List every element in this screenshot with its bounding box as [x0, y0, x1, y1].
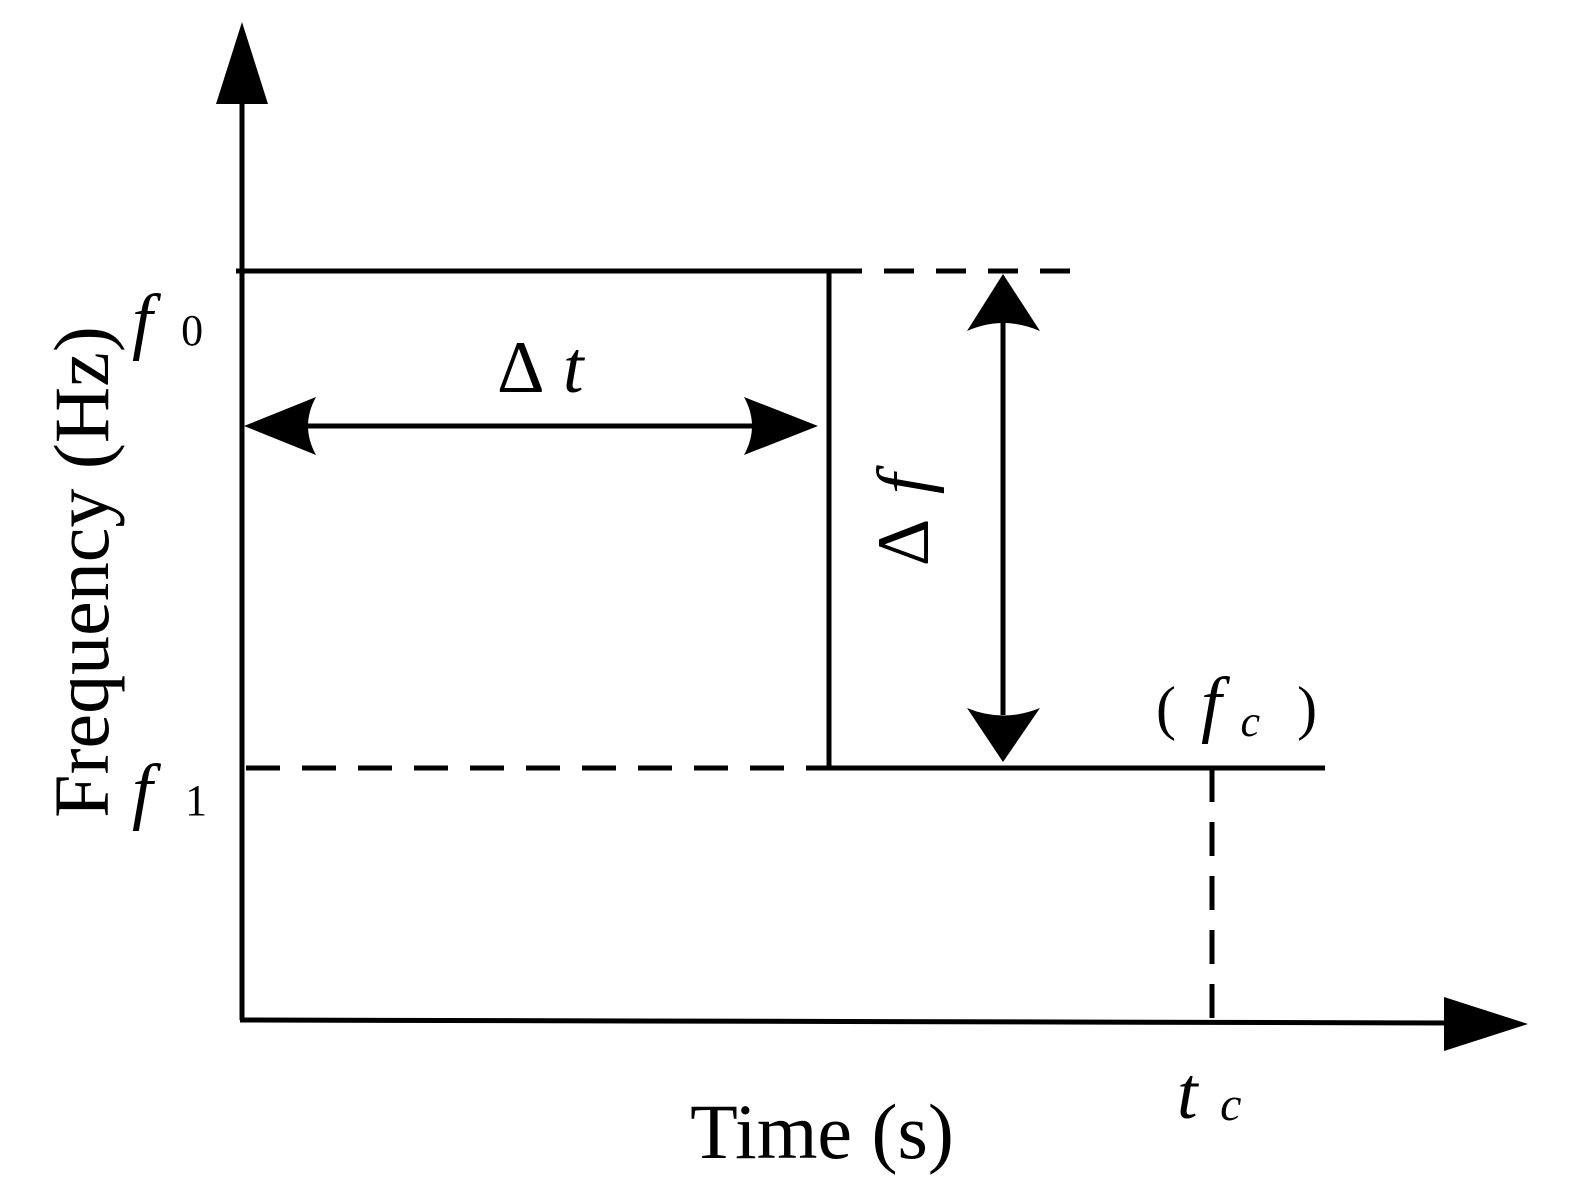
- f1-label-subscript: 1: [185, 776, 207, 825]
- f0-label-base: f: [132, 280, 162, 362]
- fc-label-subscript: c: [1241, 697, 1261, 746]
- delta-t-left-arrowhead: [244, 397, 316, 455]
- delta-t-right-arrowhead: [744, 397, 818, 455]
- fc-open-paren: (: [1156, 675, 1176, 741]
- tc-label: t c: [1177, 1053, 1241, 1135]
- f1-label-base: f: [132, 750, 162, 832]
- f1-label: f 1: [132, 750, 207, 832]
- delta-t-variable: t: [563, 327, 586, 409]
- delta-f-bottom-arrowhead: [967, 708, 1040, 762]
- delta-f-label: Δ f: [863, 464, 945, 566]
- y-axis-arrowhead: [216, 22, 268, 104]
- fc-label: ( f c ): [1156, 663, 1317, 749]
- delta-t-symbol: Δ: [497, 327, 542, 409]
- delta-f-top-arrowhead: [967, 274, 1040, 331]
- x-axis-line: [239, 1017, 1456, 1026]
- tc-label-base: t: [1177, 1053, 1200, 1135]
- f0-label-subscript: 0: [181, 306, 203, 355]
- delta-f-variable: f: [863, 464, 945, 494]
- y-axis-label: Frequency (Hz): [38, 326, 125, 818]
- fc-label-base: f: [1201, 663, 1231, 745]
- delta-t-label: Δ t: [497, 327, 586, 409]
- tc-label-subscript: c: [1220, 1078, 1241, 1131]
- x-axis-arrowhead: [1444, 997, 1528, 1051]
- delta-f-symbol: Δ: [863, 521, 945, 566]
- fc-close-paren: ): [1297, 675, 1317, 741]
- x-axis-label: Time (s): [690, 1088, 954, 1175]
- f0-label: f 0: [132, 280, 203, 362]
